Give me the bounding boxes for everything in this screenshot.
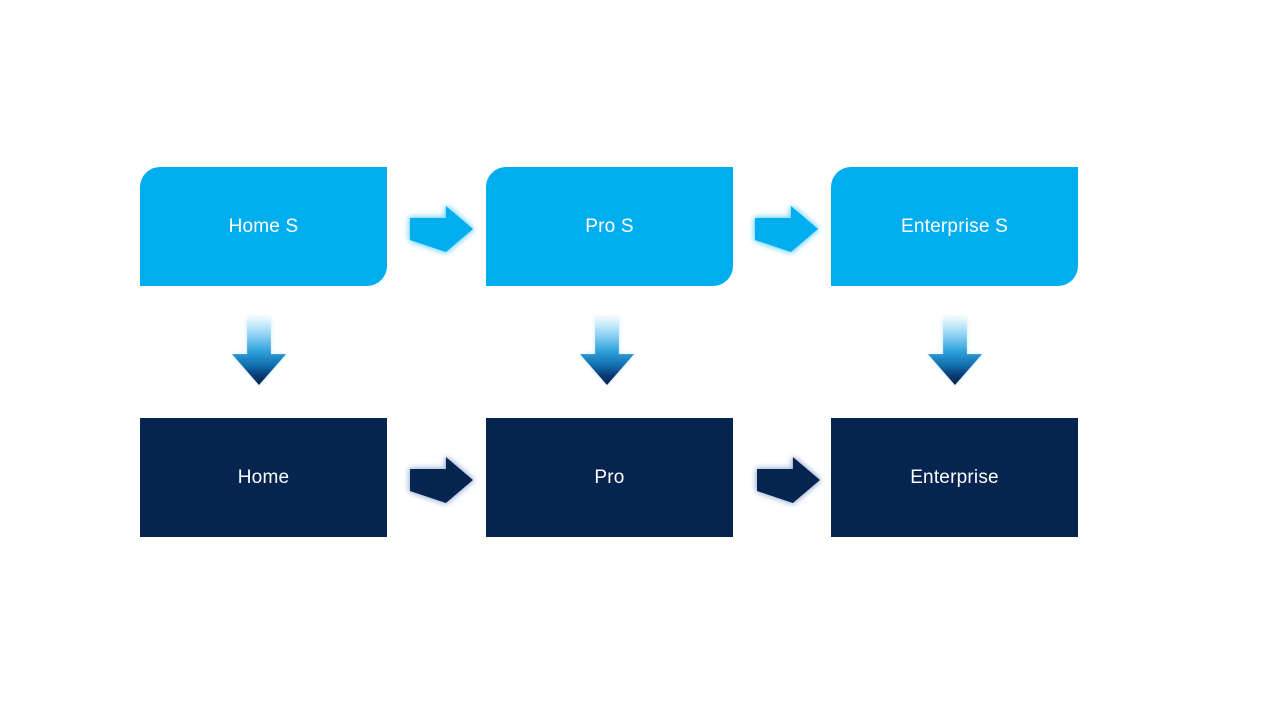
shape-enterprise: Enterprise [831,418,1078,537]
right-arrow-icon [410,206,473,252]
right-arrow-icon [757,457,820,503]
right-arrow-shape [410,457,473,503]
down-arrow-icon [580,318,634,385]
shape-pro-s-label: Pro S [585,215,634,237]
shape-home-label: Home [237,466,290,488]
shape-pro-s: Pro S [486,167,733,286]
down-arrow-shape [928,318,982,385]
shape-home-s-label: Home S [228,215,299,237]
down-arrow-shape [232,318,286,385]
shape-enterprise-s-label: Enterprise S [901,215,1008,237]
right-arrow-shape [757,457,820,503]
right-arrow-shape [410,206,473,252]
shape-enterprise-s: Enterprise S [831,167,1078,286]
shape-pro: Pro [486,418,733,537]
shape-pro-label: Pro [594,466,625,488]
right-arrow-icon [410,457,473,503]
down-arrow-shape [580,318,634,385]
shape-home: Home [140,418,387,537]
right-arrow-shape [755,206,818,252]
down-arrow-icon [928,318,982,385]
shape-enterprise-label: Enterprise [910,466,999,488]
down-arrow-icon [232,318,286,385]
shape-home-s: Home S [140,167,387,286]
right-arrow-icon [755,206,818,252]
